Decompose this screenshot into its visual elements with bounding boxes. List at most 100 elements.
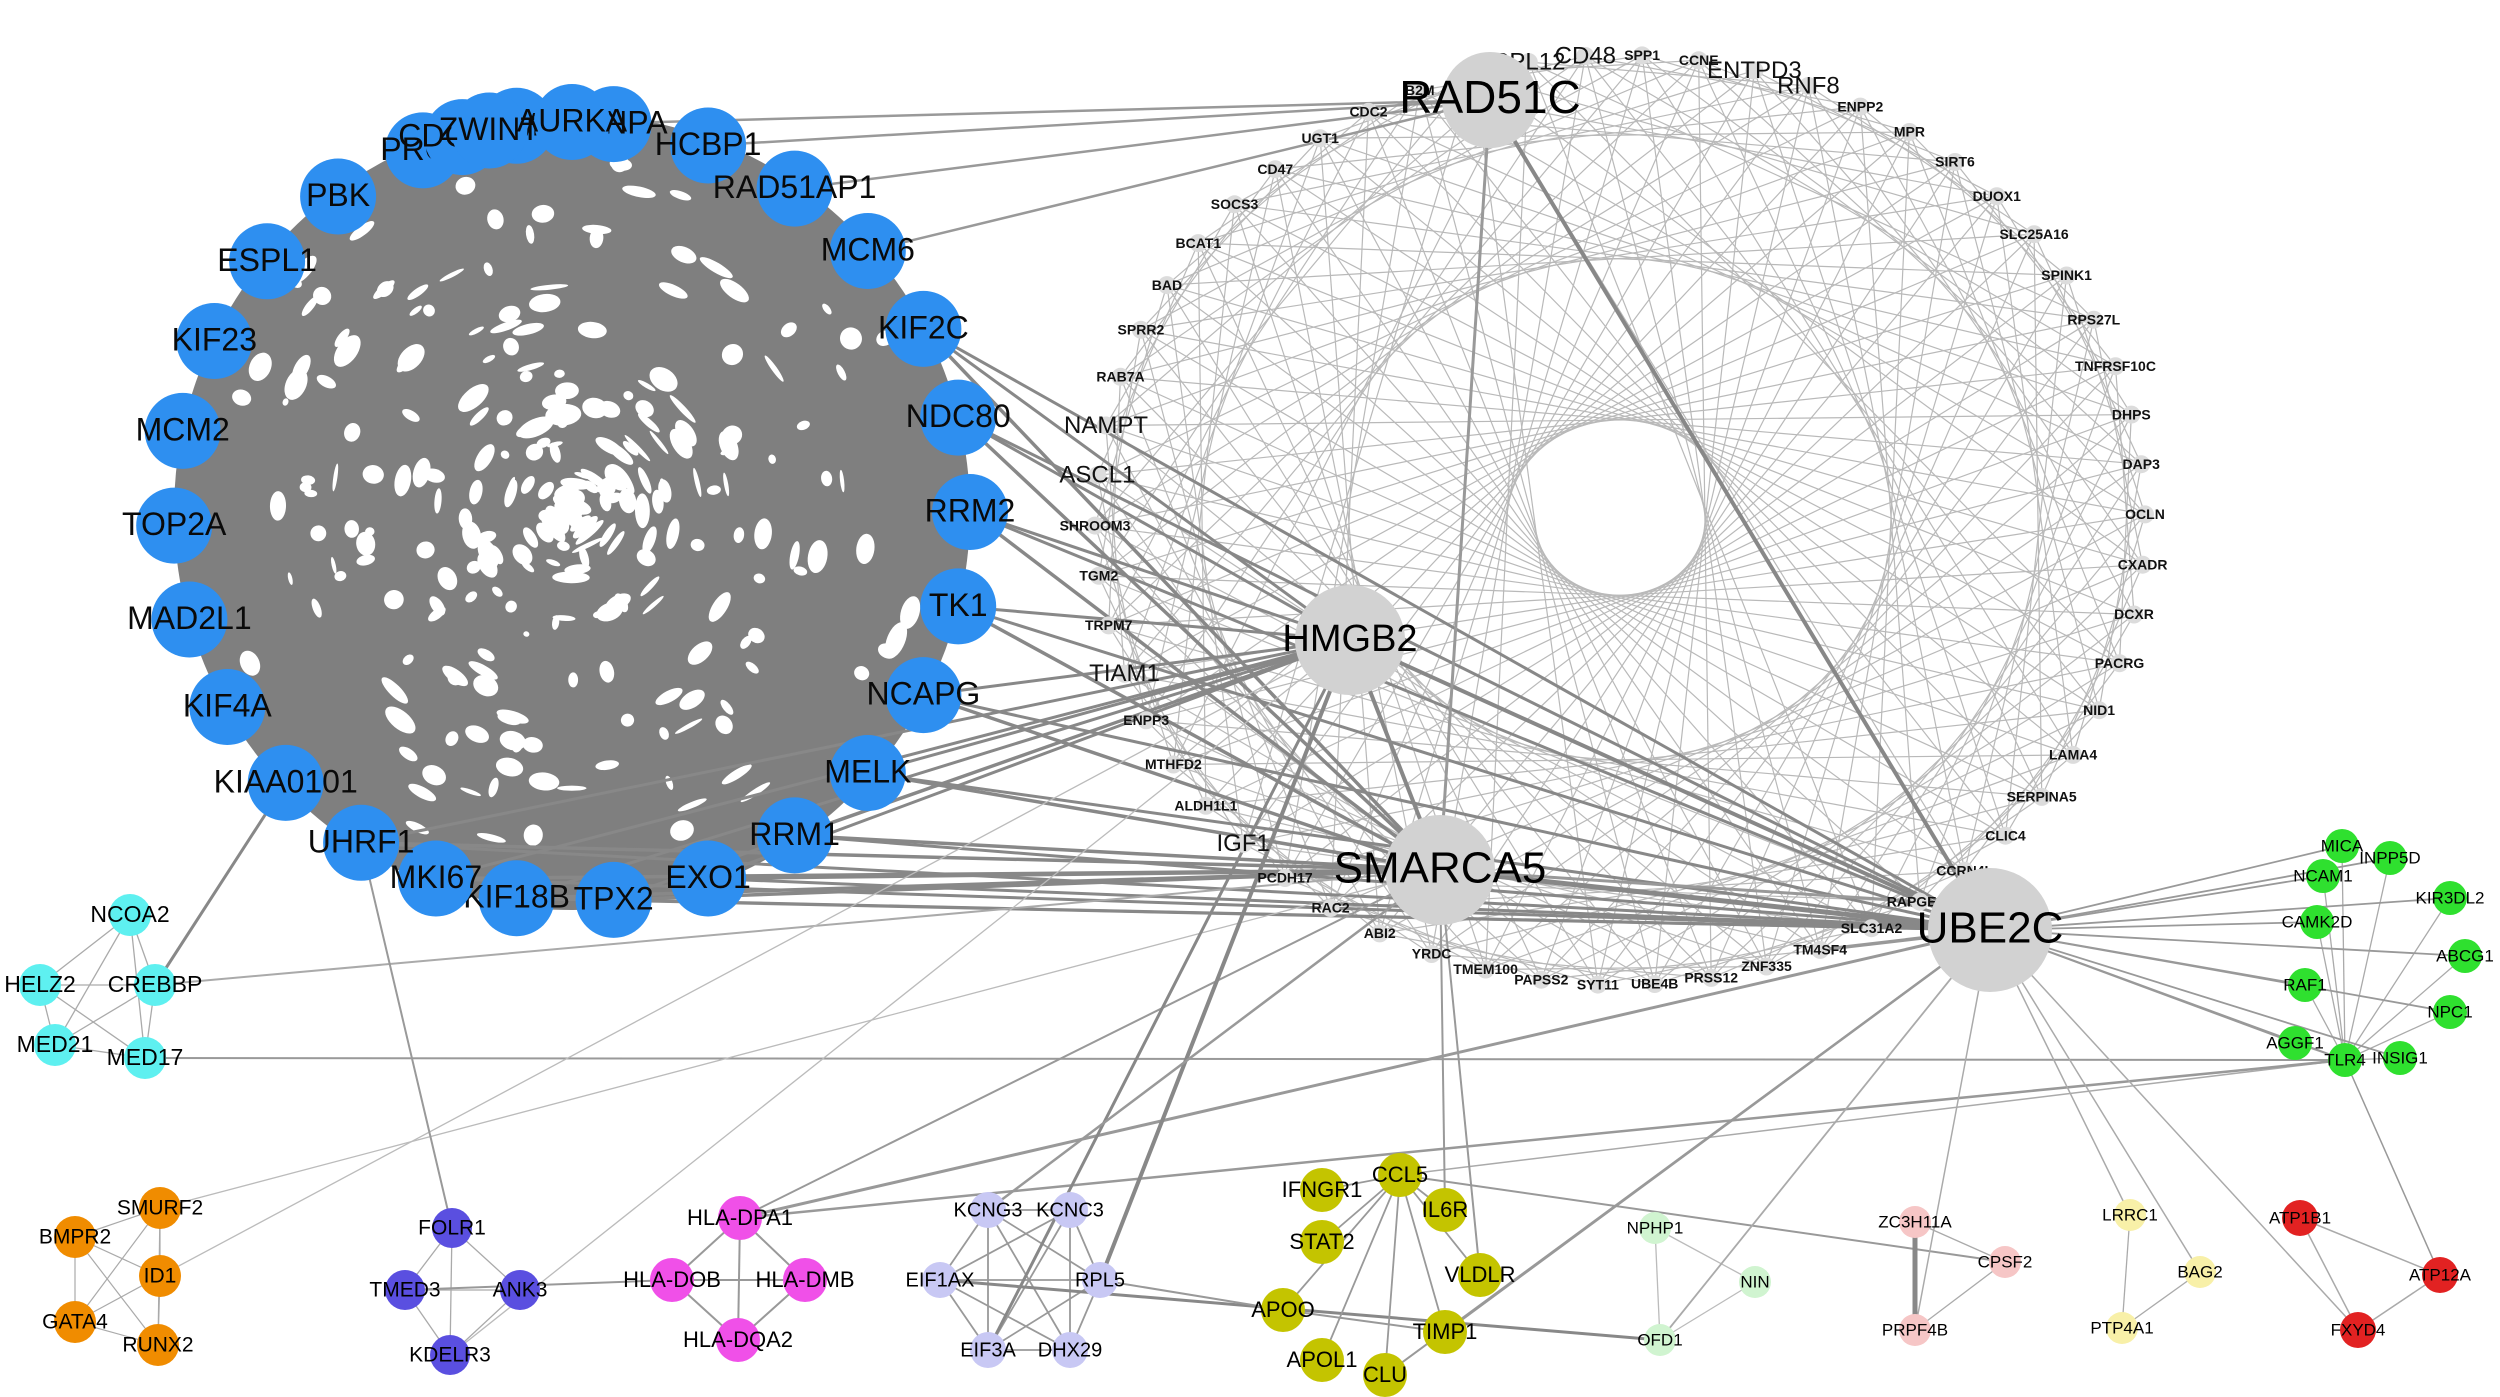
node-tgm2[interactable]: TGM2 (1079, 567, 1118, 585)
node-tnfrsf10c[interactable]: TNFRSF10C (2075, 357, 2156, 375)
node-spp1[interactable]: SPP1 (1624, 46, 1660, 64)
node-ube2c[interactable]: UBE2C (1917, 868, 2064, 992)
node-ugt1[interactable]: UGT1 (1302, 129, 1340, 147)
node-hla-dmb[interactable]: HLA-DMB (755, 1258, 854, 1302)
node-ifngr1[interactable]: IFNGR1 (1282, 1168, 1363, 1212)
node-cd47[interactable]: CD47 (1257, 160, 1293, 178)
node-yrdc[interactable]: YRDC (1412, 945, 1452, 963)
node-lrrc1[interactable]: LRRC1 (2102, 1199, 2158, 1231)
node-papss2[interactable]: PAPSS2 (1514, 971, 1568, 989)
node-stat2[interactable]: STAT2 (1289, 1220, 1354, 1264)
node-abcg1[interactable]: ABCG1 (2436, 939, 2494, 973)
node-ptp4a1[interactable]: PTP4A1 (2090, 1312, 2153, 1344)
node-duox1[interactable]: DUOX1 (1973, 187, 2021, 205)
node-nin[interactable]: NIN (1739, 1266, 1771, 1298)
node-gata4[interactable]: GATA4 (42, 1301, 108, 1343)
edge (1320, 138, 1380, 933)
node-ncam1[interactable]: NCAM1 (2293, 859, 2353, 893)
node-rab7a[interactable]: RAB7A (1096, 368, 1144, 386)
node-label: CCL5 (1372, 1162, 1428, 1187)
node-serpina5[interactable]: SERPINA5 (2007, 788, 2077, 806)
node-cpsf2[interactable]: CPSF2 (1978, 1246, 2033, 1278)
node-apoo[interactable]: APOO (1251, 1288, 1315, 1332)
node-kdelr3[interactable]: KDELR3 (409, 1335, 491, 1375)
node-enpp3[interactable]: ENPP3 (1123, 711, 1169, 729)
node-mthfd2[interactable]: MTHFD2 (1145, 756, 1202, 774)
node-clu[interactable]: CLU (1363, 1353, 1407, 1397)
node-nampt[interactable]: NAMPT (1064, 412, 1148, 439)
node-rnf8[interactable]: RNF8 (1777, 72, 1840, 99)
node-label: HLA-DOB (623, 1267, 721, 1292)
node-tm4sf4[interactable]: TM4SF4 (1793, 941, 1847, 959)
node-socs3[interactable]: SOCS3 (1211, 195, 1259, 213)
node-slc31a2[interactable]: SLC31A2 (1841, 919, 1903, 937)
node-ank3[interactable]: ANK3 (493, 1270, 548, 1310)
node-hla-dqa2[interactable]: HLA-DQA2 (683, 1318, 793, 1362)
node-hla-dob[interactable]: HLA-DOB (623, 1258, 721, 1302)
node-rps27l[interactable]: RPS27L (2067, 311, 2120, 329)
node-syt11[interactable]: SYT11 (1577, 976, 1619, 994)
node-nid1[interactable]: NID1 (2083, 701, 2115, 719)
node-dhps[interactable]: DHPS (2112, 406, 2151, 424)
node-atp12a[interactable]: ATP12A (2409, 1257, 2472, 1293)
node-bad[interactable]: BAD (1152, 276, 1182, 294)
node-cd48[interactable]: CD48 (1555, 42, 1616, 69)
node-mpr[interactable]: MPR (1894, 123, 1925, 141)
node-lama4[interactable]: LAMA4 (2049, 746, 2097, 764)
node-ofd1[interactable]: OFD1 (1637, 1324, 1682, 1356)
node-dcxr[interactable]: DCXR (2114, 606, 2154, 624)
node-hla-dpa1[interactable]: HLA-DPA1 (687, 1196, 793, 1240)
node-slc25a16[interactable]: SLC25A16 (1999, 225, 2068, 243)
node-smurf2[interactable]: SMURF2 (117, 1187, 203, 1229)
node-pacrg[interactable]: PACRG (2095, 654, 2145, 672)
node-sirt6[interactable]: SIRT6 (1935, 153, 1975, 171)
node-npc1[interactable]: NPC1 (2427, 995, 2472, 1029)
node-atp1b1[interactable]: ATP1B1 (2269, 1200, 2331, 1236)
node-ube4b[interactable]: UBE4B (1631, 975, 1678, 993)
node-trpm7[interactable]: TRPM7 (1085, 616, 1133, 634)
node-id1[interactable]: ID1 (139, 1255, 181, 1297)
node-cxadr[interactable]: CXADR (2118, 556, 2168, 574)
node-abi2[interactable]: ABI2 (1364, 924, 1396, 942)
node-spink1[interactable]: SPINK1 (2041, 267, 2092, 285)
node-raf1[interactable]: RAF1 (2283, 968, 2326, 1002)
node-med17[interactable]: MED17 (107, 1037, 184, 1079)
node-folr1[interactable]: FOLR1 (418, 1208, 486, 1248)
node-inpp5d[interactable]: INPP5D (2359, 841, 2420, 875)
node-clic4[interactable]: CLIC4 (1985, 827, 2026, 845)
node-il6r[interactable]: IL6R (1422, 1188, 1468, 1232)
node-tiam1[interactable]: TIAM1 (1089, 660, 1160, 687)
node-med21[interactable]: MED21 (17, 1024, 94, 1066)
node-runx2[interactable]: RUNX2 (122, 1324, 193, 1366)
node-pcdh17[interactable]: PCDH17 (1257, 869, 1312, 887)
node-shroom3[interactable]: SHROOM3 (1060, 517, 1131, 535)
node-ocln[interactable]: OCLN (2125, 505, 2165, 523)
node-dap3[interactable]: DAP3 (2123, 455, 2161, 473)
node-cdc2[interactable]: CDC2 (1349, 103, 1387, 121)
node-prss12[interactable]: PRSS12 (1684, 969, 1738, 987)
node-igf1[interactable]: IGF1 (1217, 830, 1270, 857)
node-znf335[interactable]: ZNF335 (1741, 958, 1792, 976)
node-rac2[interactable]: RAC2 (1312, 899, 1350, 917)
node-apol1[interactable]: APOL1 (1287, 1338, 1358, 1382)
node-kcng3[interactable]: KCNG3 (954, 1192, 1023, 1228)
node-mica[interactable]: MICA (2321, 829, 2364, 863)
node-pbk[interactable]: PBK (300, 159, 376, 235)
node-vldlr[interactable]: VLDLR (1445, 1253, 1516, 1297)
node-helz2[interactable]: HELZ2 (4, 964, 76, 1006)
node-camk2d[interactable]: CAMK2D (2282, 905, 2353, 939)
node-bmpr2[interactable]: BMPR2 (39, 1216, 111, 1258)
node-enpp2[interactable]: ENPP2 (1837, 98, 1883, 116)
node-aldh1l1[interactable]: ALDH1L1 (1174, 797, 1237, 815)
node-insig1[interactable]: INSIG1 (2372, 1041, 2428, 1075)
node-prpf4b[interactable]: PRPF4B (1882, 1314, 1948, 1346)
node-kir3dl2[interactable]: KIR3DL2 (2416, 881, 2485, 915)
node-ascl1[interactable]: ASCL1 (1059, 462, 1135, 489)
node-bcat1[interactable]: BCAT1 (1175, 234, 1221, 252)
node-sprr2[interactable]: SPRR2 (1118, 321, 1165, 339)
node-tmed3[interactable]: TMED3 (369, 1270, 440, 1310)
node-crebbp[interactable]: CREBBP (108, 964, 203, 1006)
node-tk1[interactable]: TK1 (920, 568, 996, 644)
node-tmem100[interactable]: TMEM100 (1453, 961, 1518, 979)
node-ncoa2[interactable]: NCOA2 (90, 894, 169, 936)
